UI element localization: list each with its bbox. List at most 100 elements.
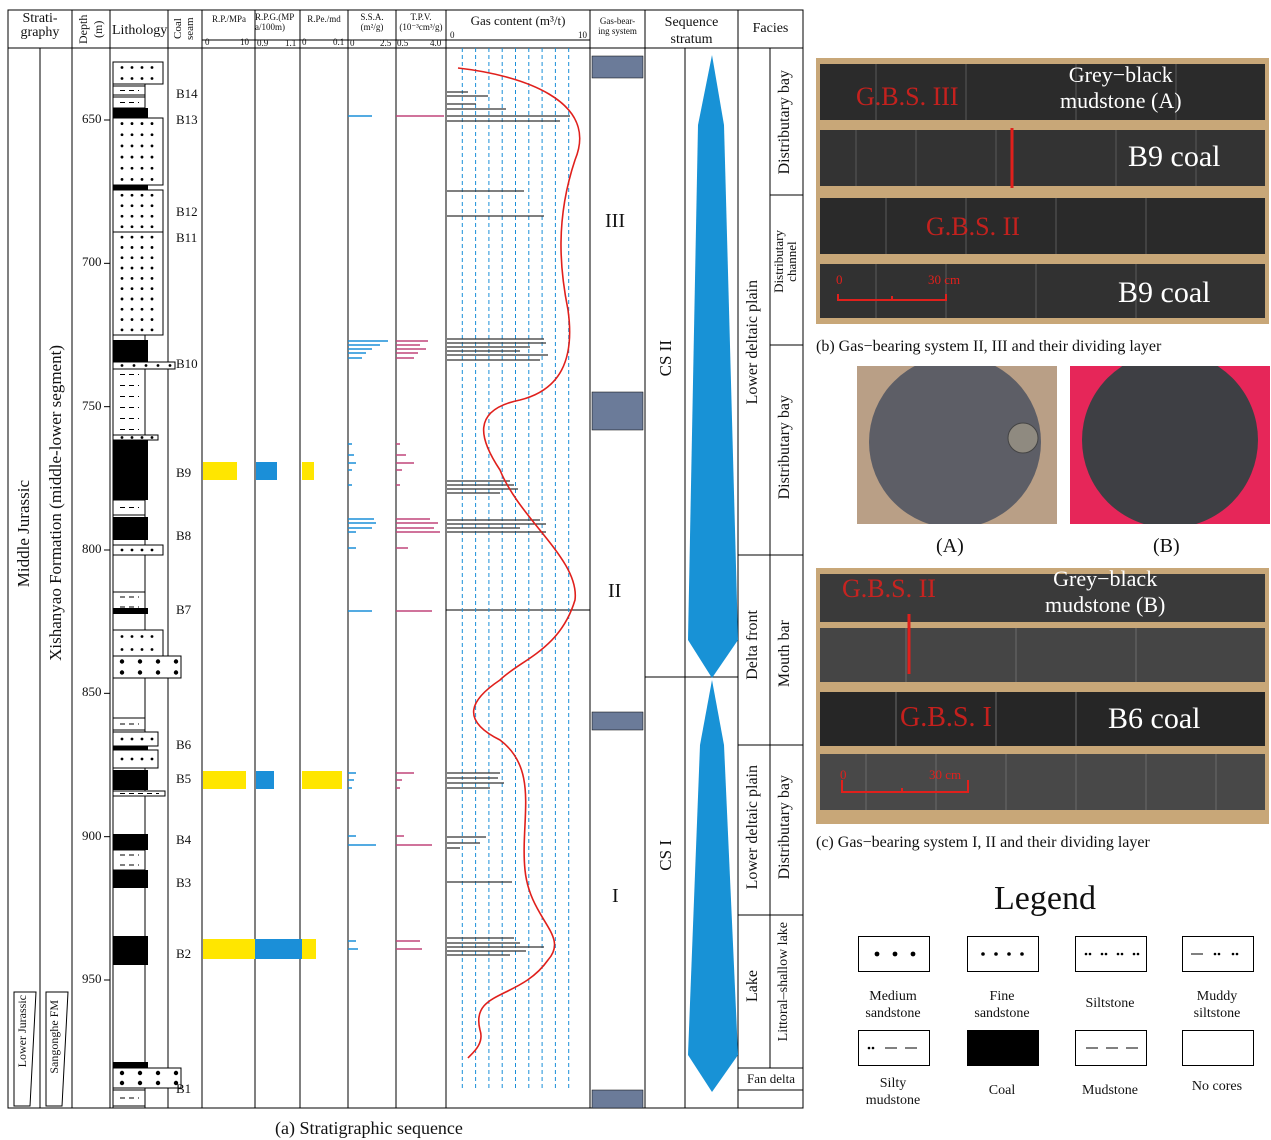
- lith-coal: [113, 340, 148, 362]
- gbs-label-ii: II: [608, 580, 622, 602]
- caption-b: (b) Gas−bearing system II, III and their…: [816, 338, 1162, 355]
- sample-label-a: (A): [936, 535, 964, 557]
- coal-seam-label: B3: [176, 874, 192, 890]
- coal-seam-label: B4: [176, 831, 192, 847]
- sample-label-b: (B): [1153, 535, 1180, 557]
- lith-silt: [112, 231, 164, 336]
- caption-c: (c) Gas−bearing system I, II and their d…: [816, 834, 1150, 851]
- header-ssa-min: 0: [350, 38, 355, 48]
- photo-b-gbs3: G.B.S. III: [856, 82, 959, 111]
- legend-label-siltymud: Silty mudstone: [865, 1076, 921, 1108]
- photo-b-scale: 30 cm: [928, 272, 961, 287]
- header-sequence: Sequence stratum: [664, 15, 719, 47]
- photo-c-coal: B6 coal: [1108, 702, 1201, 735]
- legend-swatch-fine: [967, 936, 1039, 972]
- photo-c-scale-zero: 0: [840, 767, 847, 782]
- header-rpg-max: 1.1: [285, 38, 297, 48]
- header-tpv-max: 4.0: [430, 38, 442, 48]
- coal-seam-label: B14: [176, 86, 198, 102]
- coal-seam-label: B2: [176, 946, 192, 962]
- legend-label-silt: Siltstone: [1085, 996, 1135, 1011]
- lith-mud: [112, 849, 146, 871]
- header-stratigraphy: Strati- graphy: [20, 11, 60, 40]
- coal-seam-label: B12: [176, 203, 198, 219]
- facies-fan-delta: Fan delta: [746, 1071, 795, 1086]
- header-ssa: S.S.A. (m²/g): [360, 12, 384, 32]
- depth-label: 650: [82, 111, 102, 126]
- lith-mud: [112, 368, 146, 436]
- photo-c-gbs2: G.B.S. II: [842, 574, 936, 603]
- facies-mouth-bar: Mouth bar: [776, 620, 793, 688]
- lith-coal: [113, 108, 148, 118]
- legend-label-coal: Coal: [988, 1083, 1016, 1098]
- legend-label-fine: Fine sandstone: [974, 989, 1030, 1021]
- depth-label: 850: [82, 684, 102, 700]
- strat-xishanyao: Xishanyao Formation (middle-lower segmen…: [46, 345, 65, 661]
- gas-content-curve: [457, 67, 581, 1059]
- facies-lower-deltaic-plain-1: Lower deltaic plain: [744, 280, 761, 405]
- legend-swatch-coal: [967, 1030, 1039, 1066]
- legend-swatch-none: [1182, 1030, 1254, 1066]
- rpg-bar: [255, 939, 302, 959]
- coal-seam-label: B13: [176, 112, 198, 127]
- coal-seam-label: B6: [176, 736, 192, 752]
- lith-silt: [112, 117, 164, 186]
- lith-coal: [113, 834, 148, 850]
- header-rpe-max: 0.1: [333, 37, 345, 47]
- header-tpv-min: 0.5: [397, 38, 409, 48]
- header-lithology: Lithology: [112, 23, 168, 38]
- coal-seam-label: B5: [176, 771, 192, 787]
- strat-middle-jurassic: Middle Jurassic: [14, 480, 33, 588]
- header-rpe: R.Pe./md: [307, 14, 341, 24]
- header-rp-min: 0: [205, 37, 210, 47]
- strat-sangonghe: Sangonghe FM: [47, 1000, 61, 1074]
- coal-seam-label: B11: [176, 229, 198, 245]
- header-ssa-max: 2.5: [380, 38, 392, 48]
- rpe-bar: [302, 462, 314, 480]
- photo-c-label-top: Grey−black mudstone (B): [1045, 566, 1166, 617]
- lith-coal: [113, 185, 148, 190]
- depth-label: 950: [82, 971, 102, 986]
- lith-silt: [112, 749, 159, 769]
- facies-lake: Lake: [744, 970, 761, 1002]
- depth-label: 700: [82, 254, 102, 270]
- photo-b-scale-zero: 0: [836, 272, 843, 287]
- legend-label-none: No cores: [1191, 1079, 1243, 1094]
- gbs-label-iii: III: [605, 210, 625, 232]
- depth-label: 750: [82, 397, 102, 413]
- header-rpg: R.P.G.(MP a/100m): [255, 12, 295, 32]
- depth-label: 900: [82, 827, 102, 843]
- sequence-triangle-cs1: [688, 680, 738, 1092]
- header-gas-min: 0: [450, 30, 455, 40]
- photo-c-gbs1: G.B.S. I: [900, 702, 992, 733]
- facies-lower-deltaic-plain-2: Lower deltaic plain: [744, 765, 761, 890]
- depth-label: 800: [82, 541, 102, 556]
- rpg-bar: [256, 462, 277, 480]
- rpe-bar: [302, 939, 316, 959]
- facies-littoral: Littoral–shallow lake: [776, 922, 791, 1042]
- lith-coal: [113, 608, 148, 614]
- strat-lower-jurassic: Lower Jurassic: [15, 995, 29, 1068]
- legend-swatch-med: [858, 936, 930, 972]
- photo-b-coal1: B9 coal: [1128, 140, 1221, 173]
- header-gas-max: 10: [578, 30, 587, 40]
- legend-swatch-muddysilt: [1182, 936, 1254, 972]
- legend-swatch-silt: [1075, 936, 1147, 972]
- gbs-label-i: I: [612, 885, 619, 907]
- photo-b-coal2: B9 coal: [1118, 276, 1211, 309]
- lith-silt: [112, 189, 164, 233]
- sample-photo-a: [857, 366, 1057, 524]
- photo-b-label-top: Grey−black mudstone (A): [1060, 62, 1182, 113]
- lith-silt: [112, 61, 164, 85]
- facies-distributary-bay-2: Distributary bay: [776, 395, 793, 500]
- coal-seam-label: B8: [176, 527, 192, 543]
- coal-seam-label: B1: [176, 1080, 192, 1096]
- lith-med: [112, 1067, 182, 1089]
- core-photo-b: [816, 58, 1269, 324]
- lith-coal: [113, 770, 148, 790]
- header-rp-max: 10: [240, 37, 249, 47]
- header-rp: R.P./MPa: [211, 14, 246, 24]
- header-tpv: T.P.V. (10⁻³cm³/g): [399, 12, 443, 32]
- facies-delta-front: Delta front: [744, 610, 761, 680]
- header-gbs: Gas-bear- ing system: [598, 16, 637, 36]
